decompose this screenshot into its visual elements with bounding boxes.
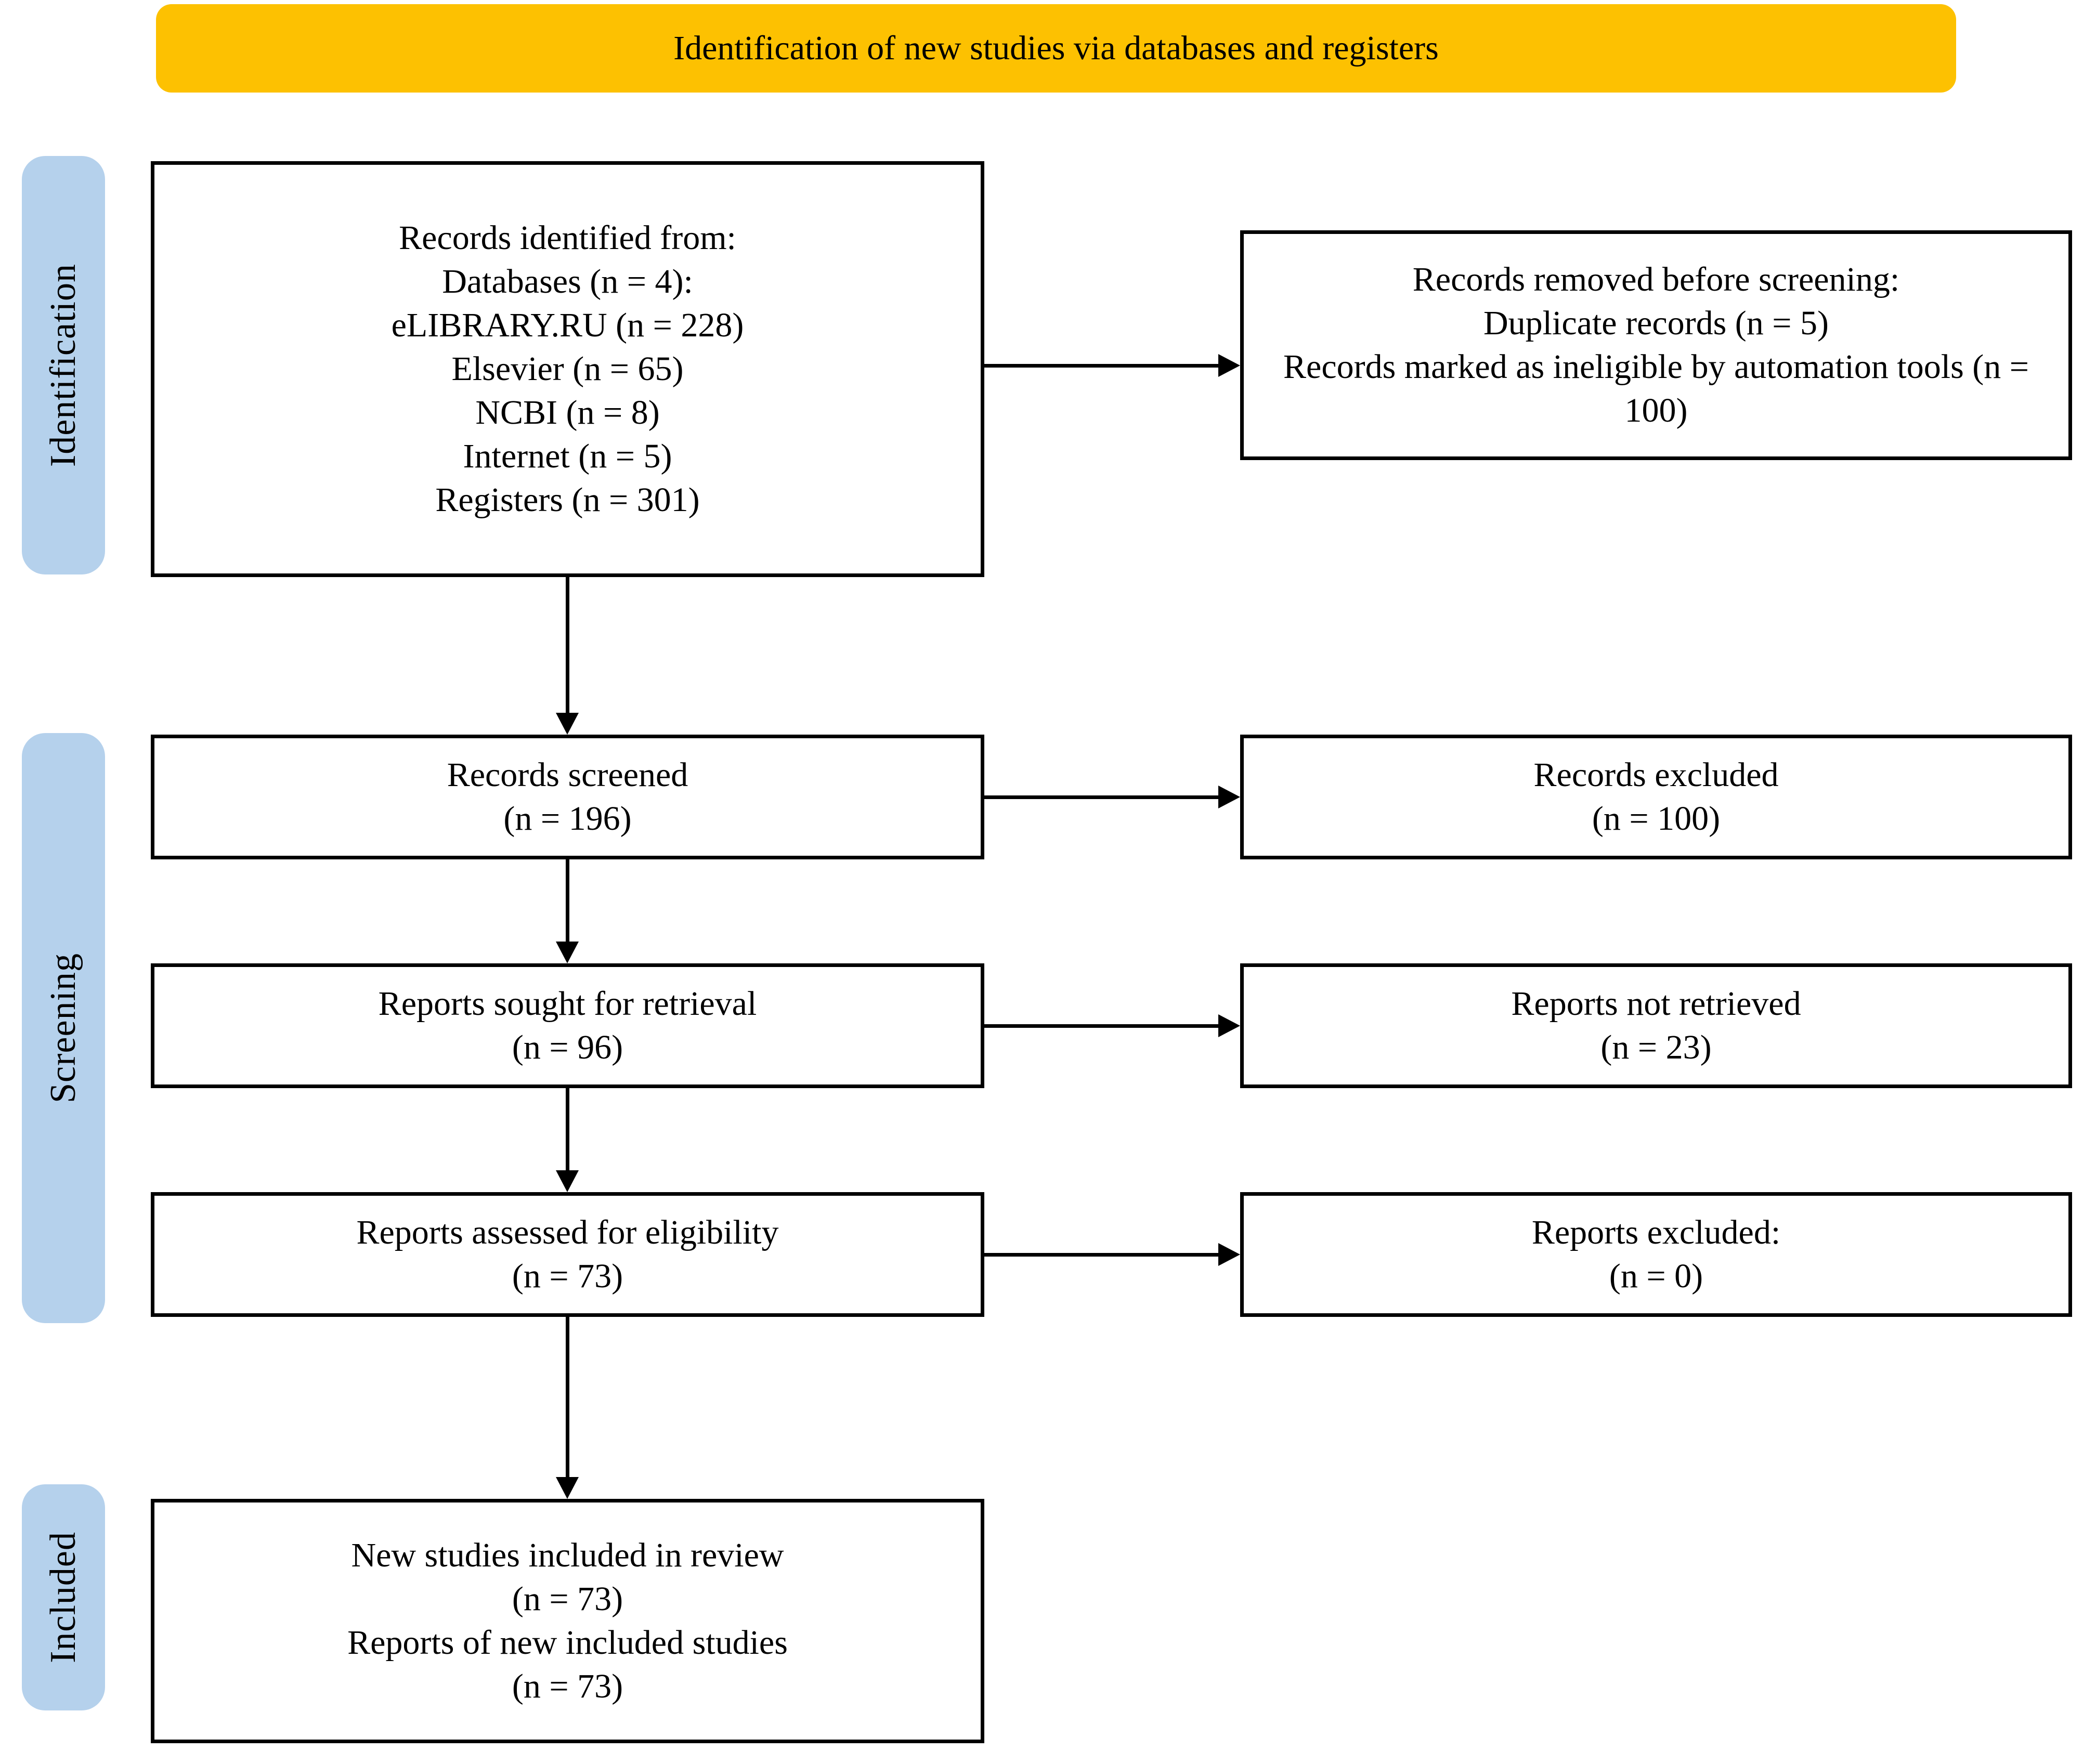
arrow-assessed-to-reports-excluded [984,1243,1240,1266]
box-line: NCBI (n = 8) [475,394,660,432]
stage-identification: Identification [22,156,105,574]
box-records-identified: Records identified from: Databases (n = … [151,161,984,577]
box-line: New studies included in review [351,1536,784,1574]
box-reports-sought: Reports sought for retrieval (n = 96) [151,963,984,1088]
box-line: (n = 196) [503,800,632,838]
box-records-excluded: Records excluded (n = 100) [1240,735,2072,859]
box-line: Reports assessed for eligibility [356,1213,779,1251]
stage-screening-label: Screening [43,953,83,1103]
box-reports-excluded: Reports excluded: (n = 0) [1240,1192,2072,1317]
box-line: (n = 73) [512,1580,623,1618]
box-line: Reports excluded: [1531,1213,1781,1251]
arrow-identified-to-removed [984,354,1240,377]
stage-identification-label: Identification [43,263,83,467]
arrow-identified-to-screened [556,577,579,735]
arrow-assessed-to-included [556,1317,579,1499]
box-records-screened: Records screened (n = 196) [151,735,984,859]
arrow-head [556,942,579,963]
stage-included: Included [22,1484,105,1710]
box-line: (n = 73) [512,1257,623,1295]
header-title: Identification of new studies via databa… [673,29,1439,67]
arrow-head [1218,1243,1240,1266]
box-line: Internet (n = 5) [463,437,672,475]
arrow-sought-to-assessed [556,1088,579,1192]
arrow-screened-to-sought [556,859,579,963]
box-reports-not-retrieved: Reports not retrieved (n = 23) [1240,963,2072,1088]
box-line: (n = 96) [512,1028,623,1066]
arrow-shaft [984,795,1218,799]
arrow-shaft [565,859,569,942]
box-line: (n = 23) [1600,1028,1712,1066]
box-line: Databases (n = 4): [442,263,693,300]
arrow-head [556,1477,579,1499]
box-reports-assessed: Reports assessed for eligibility (n = 73… [151,1192,984,1317]
box-records-removed: Records removed before screening: Duplic… [1240,230,2072,460]
box-line: (n = 100) [1592,800,1721,838]
header-banner: Identification of new studies via databa… [156,4,1956,93]
box-line: (n = 0) [1609,1257,1703,1295]
box-line: Records marked as ineligible by automati… [1283,348,2029,429]
arrow-head [1218,1014,1240,1037]
box-new-studies-included: New studies included in review (n = 73) … [151,1499,984,1743]
box-line: Records identified from: [399,219,736,257]
box-line: Reports not retrieved [1511,985,1801,1023]
box-line: Records removed before screening: [1412,260,1900,298]
arrow-shaft [565,1317,569,1477]
stage-included-label: Included [43,1532,83,1663]
box-line: Elsevier (n = 65) [451,350,684,388]
arrow-shaft [984,1024,1218,1028]
arrow-head [1218,354,1240,377]
arrow-sought-to-not-retrieved [984,1014,1240,1037]
arrow-shaft [984,1252,1218,1257]
box-line: Records screened [447,756,688,794]
box-line: Reports of new included studies [347,1624,788,1662]
box-line: eLIBRARY.RU (n = 228) [391,306,744,344]
box-line: Duplicate records (n = 5) [1483,304,1829,342]
arrow-head [556,713,579,735]
arrow-shaft [984,363,1218,368]
box-line: Registers (n = 301) [435,481,700,519]
box-line: Reports sought for retrieval [378,985,757,1023]
box-line: (n = 73) [512,1667,623,1705]
arrow-shaft [565,577,569,713]
arrow-head [556,1170,579,1192]
arrow-shaft [565,1088,569,1170]
arrow-head [1218,786,1240,808]
arrow-screened-to-excluded [984,786,1240,808]
box-line: Records excluded [1533,756,1779,794]
stage-screening: Screening [22,733,105,1323]
